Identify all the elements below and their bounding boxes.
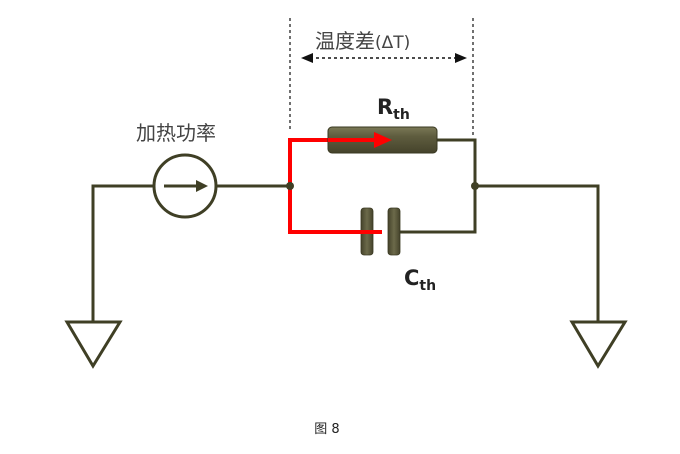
ground-left-icon (64, 320, 123, 369)
capacitor-label: Cth (404, 266, 436, 294)
heat-path-to-capacitor (288, 186, 382, 234)
wire-resistor-right (436, 138, 477, 186)
right-node (471, 182, 479, 190)
temperature-difference-label: 温度差(ΔT) (315, 29, 410, 53)
figure-caption: 图 8 (314, 422, 340, 437)
heat-flow-arrowhead-icon (374, 132, 392, 148)
arrowhead-left-icon (301, 53, 313, 63)
current-source-icon (152, 153, 218, 219)
wire-capacitor-right (399, 186, 477, 234)
delta-t-symbol: (ΔT) (375, 33, 410, 53)
heating-power-label: 加热功率 (136, 121, 216, 145)
heat-path-to-resistor (288, 138, 330, 186)
wire-right-ground (475, 184, 600, 322)
left-node (286, 182, 294, 190)
wire-left-ground (91, 184, 155, 322)
ground-right-icon (569, 320, 628, 369)
arrowhead-right-icon (455, 53, 467, 63)
capacitor-plate-right (387, 207, 401, 256)
wires (91, 138, 600, 322)
resistor-label: Rth (377, 95, 410, 123)
heat-flow-path (288, 138, 382, 234)
